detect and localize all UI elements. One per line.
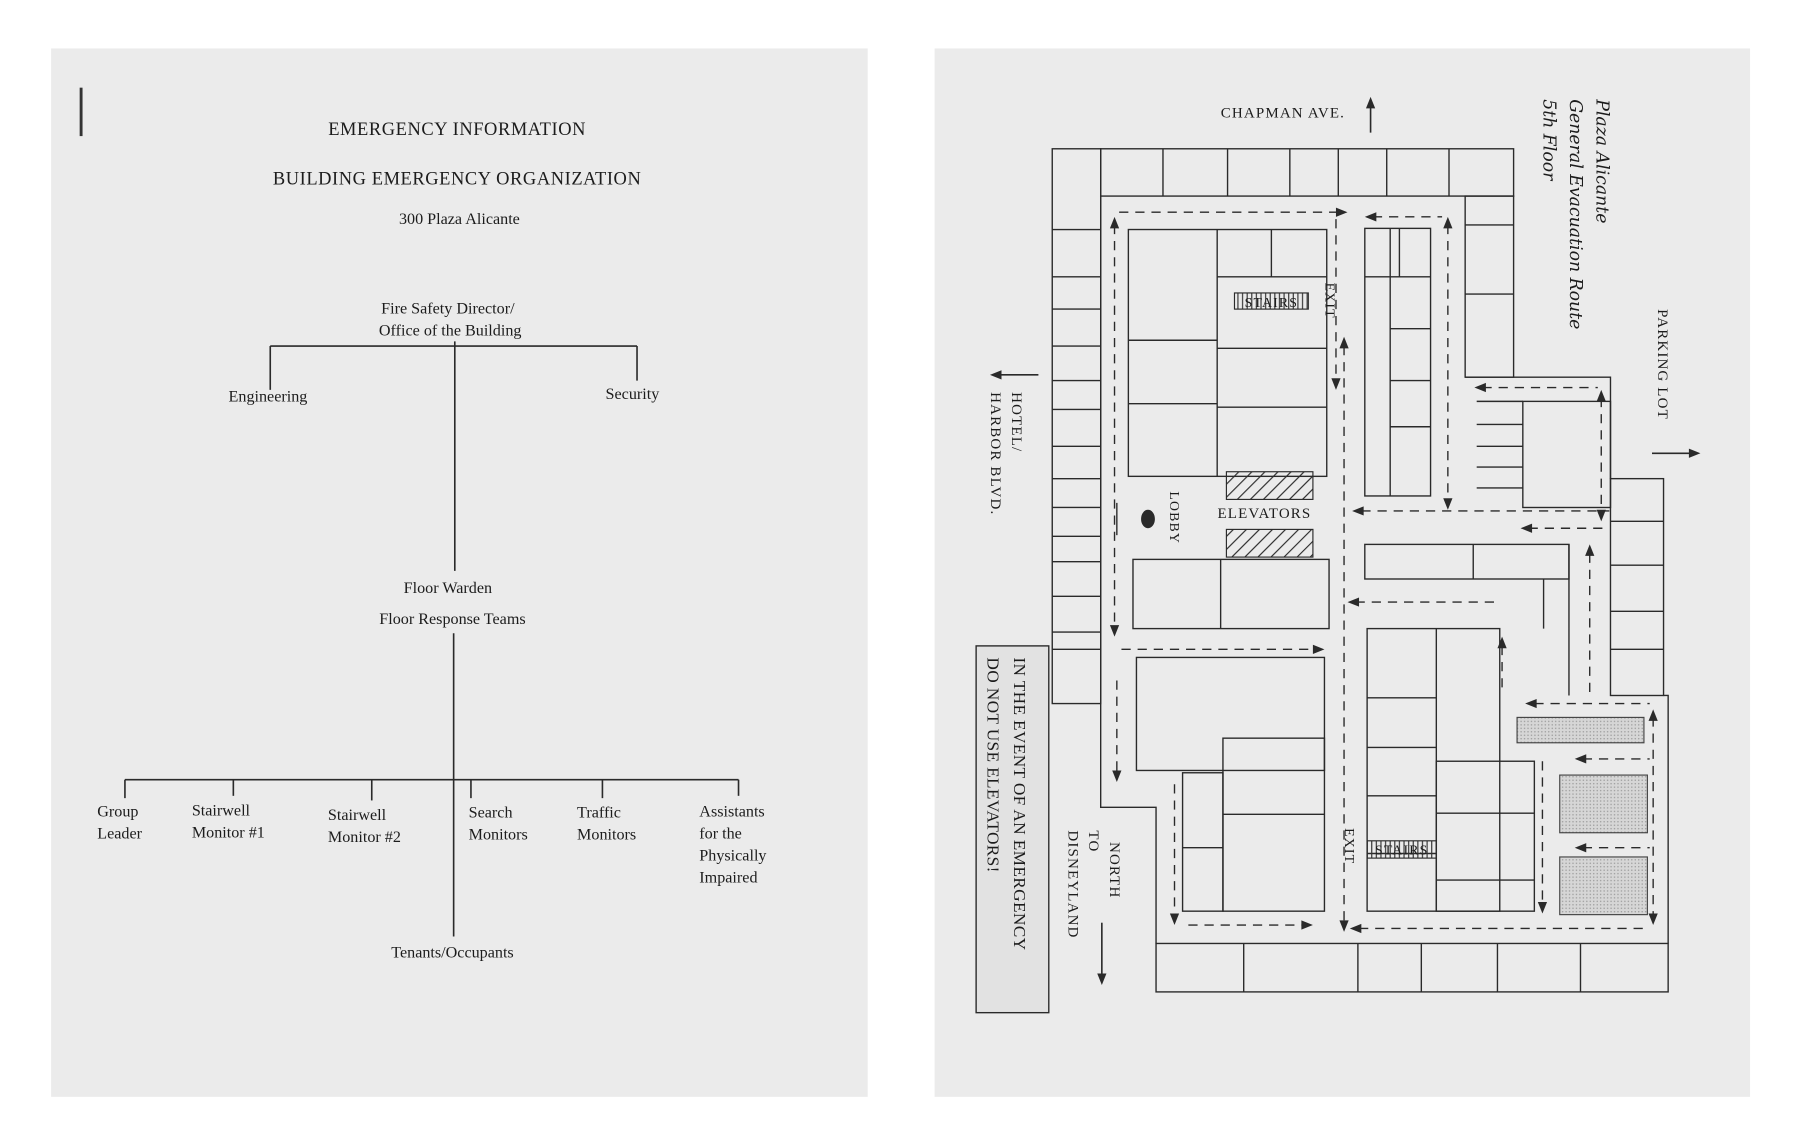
- stairs-top: [1233, 292, 1309, 310]
- street-chapman-ave: CHAPMAN AVE.: [1221, 106, 1345, 122]
- page-title: EMERGENCY INFORMATION: [328, 119, 586, 139]
- node-office-of-building: Office of the Building: [379, 323, 522, 340]
- team-assistants-line4: Impaired: [699, 869, 757, 886]
- team-assistants-line3: Physically: [699, 847, 766, 864]
- shaded-area-3: [1559, 856, 1648, 916]
- org-connectors: [124, 341, 740, 937]
- team-stairwell-monitor-1-line2: Monitor #1: [192, 824, 265, 841]
- node-engineering: Engineering: [229, 388, 308, 405]
- exit-bottom-label: EXIT: [1342, 828, 1357, 864]
- map-title-line1: Plaza Alicante: [1592, 98, 1612, 223]
- org-chart-page: EMERGENCY INFORMATION BUILDING EMERGENCY…: [51, 48, 868, 1097]
- team-traffic-monitors-line2: Monitors: [577, 827, 636, 844]
- you-are-here-marker: [1141, 509, 1155, 529]
- team-traffic-monitors: Traffic: [577, 805, 621, 822]
- map-title: Plaza Alicante General Evacuation Route …: [1539, 98, 1612, 329]
- street-parking-lot: PARKING LOT: [1654, 309, 1670, 420]
- street-harbor-blvd: HARBOR BLVD.: [987, 392, 1003, 515]
- stairs-top-label: STAIRS: [1245, 295, 1298, 310]
- node-fire-safety-director: Fire Safety Director/: [381, 301, 515, 318]
- elevator-bank-1: [1225, 471, 1314, 500]
- lobby-label: LOBBY: [1167, 491, 1182, 544]
- team-assistants: Assistants: [699, 804, 764, 821]
- team-group-leader-line2: Leader: [97, 826, 142, 843]
- team-stairwell-monitor-1: Stairwell: [192, 802, 251, 819]
- team-search-monitors-line2: Monitors: [469, 827, 528, 844]
- map-title-line2: General Evacuation Route: [1565, 99, 1585, 329]
- elevator-bank-2: [1225, 528, 1314, 558]
- team-stairwell-monitor-2: Stairwell: [328, 807, 387, 824]
- warning-line1: IN THE EVENT OF AN EMERGENCY: [1010, 657, 1029, 950]
- floor-plan: STAIRS ELEVATORS LOBBY: [1051, 148, 1669, 993]
- shaded-area-1: [1516, 716, 1645, 744]
- direction-to: TO: [1085, 830, 1101, 852]
- exit-top-label: EXIT: [1323, 283, 1338, 319]
- direction-disneyland: DISNEYLAND: [1064, 830, 1080, 938]
- node-security: Security: [606, 386, 660, 403]
- team-stairwell-monitor-2-line2: Monitor #2: [328, 829, 401, 846]
- node-floor-response-teams: Floor Response Teams: [379, 611, 525, 628]
- page-subtitle: BUILDING EMERGENCY ORGANIZATION: [273, 169, 642, 189]
- map-title-line3: 5th Floor: [1539, 99, 1559, 182]
- street-hotel: HOTEL/: [1008, 392, 1024, 452]
- team-group-leader: Group: [97, 804, 138, 821]
- warning-box: IN THE EVENT OF AN EMERGENCY DO NOT USE …: [975, 645, 1050, 1014]
- node-tenants-occupants: Tenants/Occupants: [391, 944, 513, 961]
- elevators-label: ELEVATORS: [1218, 506, 1312, 522]
- direction-north: NORTH: [1106, 842, 1122, 898]
- shaded-area-2: [1559, 774, 1648, 834]
- evacuation-routes: [1109, 207, 1658, 934]
- address: 300 Plaza Alicante: [399, 211, 520, 228]
- team-search-monitors: Search: [469, 805, 513, 822]
- node-floor-warden: Floor Warden: [404, 580, 492, 597]
- stairs-bottom-label: STAIRS: [1375, 843, 1428, 858]
- warning-line2: DO NOT USE ELEVATORS!: [984, 657, 1003, 872]
- stairs-bottom: [1366, 840, 1437, 859]
- team-assistants-line2: for the: [699, 826, 742, 843]
- evacuation-map-page: STAIRS ELEVATORS LOBBY: [934, 48, 1751, 1097]
